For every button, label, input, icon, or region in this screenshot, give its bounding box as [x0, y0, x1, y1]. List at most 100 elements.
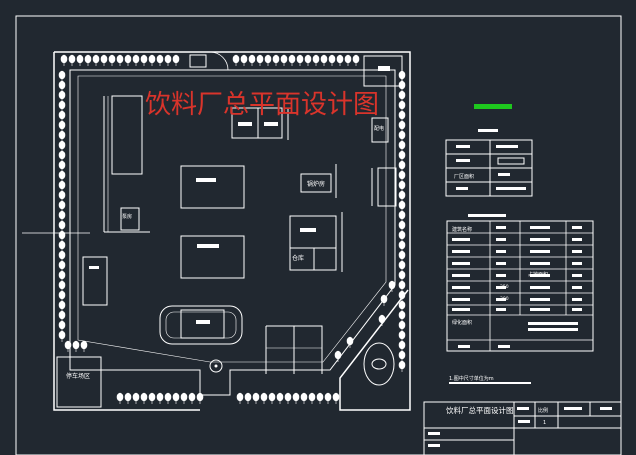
tree-icon	[398, 200, 406, 212]
tree-icon	[164, 392, 172, 404]
table-bottom-label: 绿化面积	[452, 319, 472, 326]
central-rounded-area	[159, 305, 243, 345]
tree-icon	[312, 54, 320, 66]
tree-icon	[58, 300, 66, 312]
storage-building	[289, 215, 337, 271]
data-table-grid	[447, 221, 593, 351]
workshop-1	[180, 165, 245, 209]
tree-icon	[398, 340, 406, 352]
dock-area	[265, 325, 323, 374]
tree-icon	[140, 54, 148, 66]
tb-mark-4	[518, 420, 530, 423]
central-block-mark	[196, 320, 210, 324]
tree-icon	[346, 336, 354, 348]
table-cell-text	[496, 274, 506, 277]
tree-icon	[58, 180, 66, 192]
tree-icon	[398, 230, 406, 242]
tree-icon	[268, 392, 276, 404]
tree-icon	[244, 392, 252, 404]
central-block	[180, 309, 225, 339]
table-cell-text	[572, 262, 582, 265]
tree-icon	[398, 220, 406, 232]
tree-icon	[352, 54, 360, 66]
drawing-frame	[15, 15, 622, 455]
tree-icon	[388, 280, 396, 292]
table-cell-text	[530, 274, 550, 277]
tree-icon	[296, 54, 304, 66]
guard-room-top	[189, 54, 207, 68]
boiler-room	[300, 173, 332, 193]
tree-icon	[58, 70, 66, 82]
info-mark-5	[498, 173, 510, 176]
central-top-mark-b	[264, 122, 278, 126]
table-cell-text	[572, 238, 582, 241]
tree-icon	[58, 280, 66, 292]
tree-icon	[58, 330, 66, 342]
tree-icon	[64, 340, 72, 352]
tree-icon	[264, 54, 272, 66]
tree-icon	[284, 392, 292, 404]
tb-scale-label: 比例	[538, 407, 548, 414]
info-mark-6	[456, 187, 468, 190]
tree-icon	[80, 340, 88, 352]
tree-icon	[398, 110, 406, 122]
pond-inner	[371, 358, 387, 370]
tree-icon	[58, 100, 66, 112]
tree-icon	[58, 320, 66, 332]
tree-icon	[58, 270, 66, 282]
tree-icon	[58, 120, 66, 132]
tree-icon	[72, 340, 80, 352]
tree-icon	[398, 180, 406, 192]
table-cell-250: 250	[500, 284, 509, 290]
table-cell-text	[452, 286, 470, 289]
tb-mark-1	[517, 407, 529, 410]
tree-icon	[84, 54, 92, 66]
tree-icon	[132, 392, 140, 404]
workshop-1-mark	[196, 178, 216, 182]
tree-icon	[116, 392, 124, 404]
table-cell-text	[530, 308, 550, 311]
tree-icon	[308, 392, 316, 404]
table-cell-300: 300	[500, 296, 509, 302]
table-cell-text	[530, 250, 550, 253]
tree-icon	[398, 360, 406, 372]
table-cell-text	[530, 226, 550, 229]
tree-icon	[58, 250, 66, 262]
label-pump: 泵房	[122, 213, 132, 220]
tree-symbols	[58, 54, 406, 404]
tree-icon	[398, 100, 406, 112]
tree-icon	[92, 54, 100, 66]
workshop-2-mark	[197, 244, 219, 248]
tree-icon	[58, 90, 66, 102]
tree-icon	[100, 54, 108, 66]
tree-icon	[58, 220, 66, 232]
fountain-symbol	[209, 359, 223, 373]
tree-icon	[58, 140, 66, 152]
tree-icon	[232, 54, 240, 66]
table-cell-text	[572, 274, 582, 277]
tree-icon	[398, 250, 406, 262]
info-mark-3	[456, 159, 470, 162]
tree-icon	[276, 392, 284, 404]
gate-arc	[209, 51, 229, 71]
table-col-header: 建筑名称	[452, 226, 472, 233]
tb-mark-6	[428, 444, 440, 447]
tree-icon	[172, 54, 180, 66]
table-cell-text	[530, 262, 550, 265]
table-cell-text	[496, 286, 506, 289]
table-cell-text	[452, 262, 470, 265]
accent-green-bar	[474, 104, 512, 109]
tb-sheet-number: 1	[543, 420, 546, 426]
tree-icon	[398, 120, 406, 132]
note-text: 1.图中尺寸单位为m	[449, 375, 494, 382]
tree-icon	[156, 392, 164, 404]
info-mark-1	[456, 145, 470, 148]
tree-icon	[58, 240, 66, 252]
tree-icon	[398, 130, 406, 142]
label-parking: 停车场区	[66, 372, 90, 380]
tree-icon	[58, 200, 66, 212]
tree-icon	[116, 54, 124, 66]
table-cell-text	[528, 328, 578, 331]
table-cell-text	[572, 226, 582, 229]
